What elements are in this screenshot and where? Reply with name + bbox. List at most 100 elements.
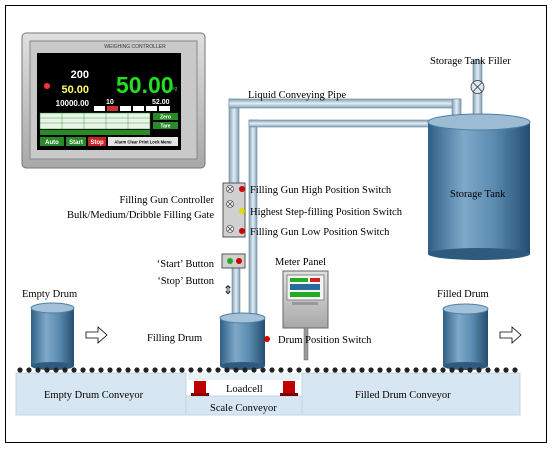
start-button[interactable]	[227, 258, 233, 264]
controller-stop-label: Stop	[90, 140, 104, 146]
loadcell-left	[191, 381, 209, 396]
filling-drum-label: Filling Drum	[147, 333, 202, 344]
conveyor-roller	[296, 367, 302, 373]
conveyor-roller	[422, 367, 428, 373]
conveyor-roller	[431, 367, 437, 373]
low-position-switch-icon	[239, 228, 245, 234]
conveyor-roller	[143, 367, 149, 373]
step-filling-switch-icon	[239, 208, 245, 214]
conveyor-roller	[305, 367, 311, 373]
conveyor-roller	[485, 367, 491, 373]
conveyor-roller	[359, 367, 365, 373]
flow-arrow-right-icon	[499, 326, 522, 344]
empty-drum	[30, 302, 75, 370]
controller-start-label: Start	[69, 140, 83, 146]
conveyor-roller	[503, 367, 509, 373]
controller-auto-label: Auto	[45, 140, 59, 146]
filled-drum-label: Filled Drum	[437, 289, 489, 300]
liquid-pipe-label: Liquid Conveying Pipe	[248, 90, 346, 101]
controller-zero-button[interactable]	[153, 113, 178, 120]
controller-zero-label: Zero	[160, 115, 171, 121]
start-stop-button-box	[221, 253, 246, 269]
controller-mode-buttons	[94, 106, 170, 111]
empty-conveyor-label: Empty Drum Conveyor	[44, 390, 144, 401]
conveyor-roller	[368, 367, 374, 373]
conveyor-roller	[458, 367, 464, 373]
controller-brand: WEIGHING CONTROLLER	[104, 44, 166, 50]
conveyor-roller	[152, 367, 158, 373]
controller-value-low: 10000.00	[56, 99, 90, 108]
conveyor-roller	[224, 367, 230, 373]
conveyor-roller	[332, 367, 338, 373]
conveyor-roller	[26, 367, 32, 373]
controller-value-mid: 50.00	[61, 84, 89, 96]
conveyor-roller	[512, 367, 518, 373]
conveyor-roller	[188, 367, 194, 373]
controller-big-value: 50.00	[116, 72, 174, 98]
conveyor-roller	[98, 367, 104, 373]
controller-auto-button[interactable]	[40, 137, 64, 146]
conveyor-roller	[44, 367, 50, 373]
conveyor-roller	[116, 367, 122, 373]
stop-button-label: ‘Stop’ Button	[157, 276, 214, 287]
conveyor-roller	[413, 367, 419, 373]
conveyor-roller	[206, 367, 212, 373]
conveyor-roller	[242, 367, 248, 373]
conveyor-roller	[215, 367, 221, 373]
conveyor-roller	[53, 367, 59, 373]
controller-start-button[interactable]	[66, 137, 86, 146]
up-down-arrow-icon: ⇕	[223, 283, 233, 297]
empty-drum-label: Empty Drum	[22, 289, 77, 300]
conveyor-roller	[377, 367, 383, 373]
filled-drum	[442, 303, 489, 370]
conveyor-roller	[251, 367, 257, 373]
high-switch-label: Filling Gun High Position Switch	[250, 185, 392, 196]
storage-tank-filler	[470, 59, 485, 126]
flow-arrow-right-icon	[85, 326, 108, 344]
meter-panel-label: Meter Panel	[275, 257, 326, 268]
conveyor-roller	[35, 367, 41, 373]
conveyor-roller	[341, 367, 347, 373]
conveyor-roller	[107, 367, 113, 373]
conveyor-roller	[476, 367, 482, 373]
controller-small-right: 52.00	[152, 99, 170, 106]
conveyor-roller	[17, 367, 23, 373]
conveyor-roller	[197, 367, 203, 373]
filling-gun-controller	[222, 182, 246, 238]
conveyor-roller	[179, 367, 185, 373]
low-switch-label: Filling Gun Low Position Switch	[250, 227, 390, 238]
conveyor-roller	[269, 367, 275, 373]
conveyor-rollers	[17, 367, 518, 373]
filling-drum	[219, 312, 266, 370]
conveyor-roller	[278, 367, 284, 373]
stop-button[interactable]	[236, 258, 242, 264]
conveyor-roller	[323, 367, 329, 373]
controller-value-top: 200	[71, 69, 89, 81]
empty-drum-conveyor	[15, 372, 187, 416]
weighing-controller: WEIGHING CONTROLLER 200 50.00 10000.00 5…	[21, 32, 206, 169]
conveyor-roller	[287, 367, 293, 373]
conveyor-roller	[89, 367, 95, 373]
conveyor-roller	[134, 367, 140, 373]
high-position-switch-icon	[239, 186, 245, 192]
conveyor-roller	[62, 367, 68, 373]
filled-drum-conveyor	[301, 372, 521, 416]
gate-label: Bulk/Medium/Dribble Filling Gate	[67, 210, 214, 221]
controller-tare-label: Tare	[160, 124, 170, 130]
storage-tank-label: Storage Tank	[450, 189, 506, 200]
filling-gun-controller-label: Filling Gun Controller	[120, 195, 215, 206]
conveyor-roller	[125, 367, 131, 373]
conveyor-roller	[494, 367, 500, 373]
conveyor-roller	[440, 367, 446, 373]
conveyor-roller	[161, 367, 167, 373]
controller-small-left: 10	[106, 99, 114, 106]
controller-stop-button[interactable]	[88, 137, 106, 146]
conveyor-roller	[467, 367, 473, 373]
drum-position-switch-icon	[264, 336, 270, 342]
controller-tare-button[interactable]	[153, 122, 178, 129]
conveyor-roller	[170, 367, 176, 373]
conveyor-roller	[395, 367, 401, 373]
loadcell-right	[280, 381, 298, 396]
scale-conveyor-label: Scale Conveyor	[210, 403, 277, 414]
